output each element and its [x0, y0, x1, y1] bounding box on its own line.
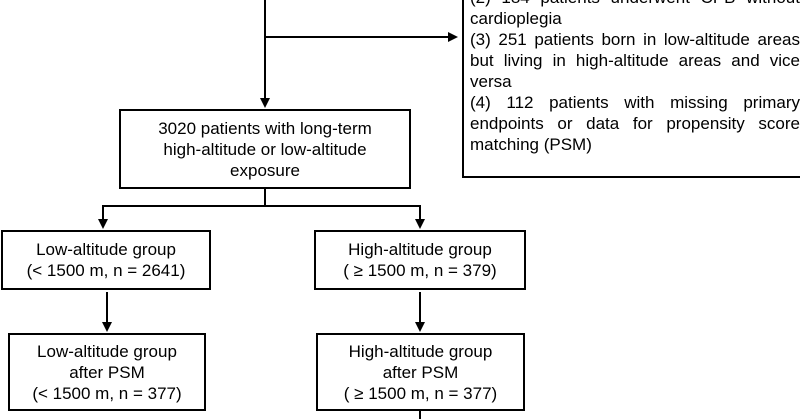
low-altitude-group-box: Low-altitude group (< 1500 m, n = 2641) — [1, 230, 211, 290]
high-altitude-psm-label: High-altitude group after PSM ( ≥ 1500 m… — [343, 341, 498, 403]
low-altitude-psm-label: Low-altitude group after PSM (< 1500 m, … — [32, 341, 182, 403]
low-altitude-psm-box: Low-altitude group after PSM (< 1500 m, … — [8, 333, 206, 411]
exclusion-item: (4) 112 patients with missing primary en… — [470, 93, 800, 154]
high-altitude-group-label: High-altitude group ( ≥ 1500 m, n = 379) — [343, 240, 497, 280]
exclusion-box: (2) 184 patients underwent CPB without c… — [462, 0, 800, 178]
high-altitude-group-box: High-altitude group ( ≥ 1500 m, n = 379) — [314, 230, 526, 290]
exclusion-item: (3) 251 patients born in low-altitude ar… — [470, 30, 800, 91]
low-altitude-group-label: Low-altitude group (< 1500 m, n = 2641) — [26, 240, 186, 280]
high-altitude-psm-box: High-altitude group after PSM ( ≥ 1500 m… — [316, 333, 525, 411]
exclusion-item: (2) 184 patients underwent CPB without c… — [470, 0, 800, 28]
total-patients-box: 3020 patients with long-term high-altitu… — [119, 109, 411, 189]
total-patients-label: 3020 patients with long-term high-altitu… — [158, 118, 372, 180]
